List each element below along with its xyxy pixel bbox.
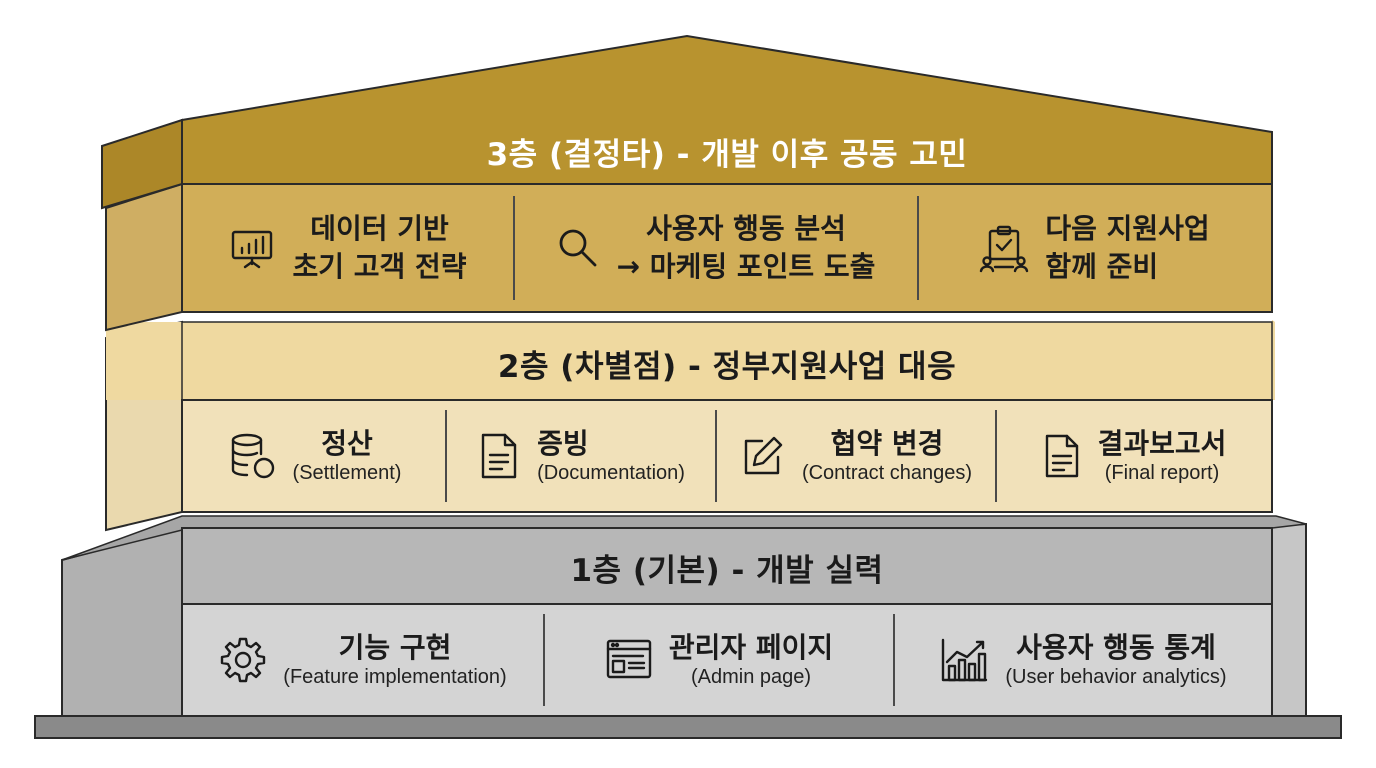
layer1-right-wall	[1271, 522, 1307, 717]
layer2-item-sub: (Final report)	[1104, 462, 1220, 484]
layer2-title: 2층 (차별점) - 정부지원사업 대응	[497, 348, 957, 385]
layer1-item-admin: 관리자 페이지 (Admin page)	[544, 604, 894, 716]
layer2-divider	[445, 410, 447, 502]
layer1-item-sub: (Feature implementation)	[283, 666, 507, 688]
layer1-body	[181, 603, 1273, 717]
foundation-slab	[34, 715, 1342, 739]
layer2-item-final-report: 결과보고서 (Final report)	[996, 400, 1272, 512]
layer1-item-sub: (User behavior analytics)	[1005, 666, 1227, 688]
layer2-item-contract-changes: 협약 변경 (Contract changes)	[716, 400, 996, 512]
layer3-item-next-program: 다음 지원사업 함께 준비	[917, 184, 1272, 312]
layer2-item-sub: (Contract changes)	[801, 462, 973, 484]
layer3-item-line1: 사용자 행동 분석	[646, 212, 846, 245]
document-icon	[477, 431, 521, 481]
layer2-item-label: 정산	[321, 427, 373, 460]
layer2-item-documentation: 증빙 (Documentation)	[446, 400, 716, 512]
layer3-item-data-strategy: 데이터 기반 초기 고객 전략	[182, 184, 513, 312]
layer2-item-settlement: 정산 (Settlement)	[182, 400, 446, 512]
layer1-items: 기능 구현 (Feature implementation) 관리자 페이지 (…	[182, 604, 1272, 716]
admin-window-icon	[605, 637, 653, 683]
layer1-divider	[543, 614, 545, 706]
layer1-title-band	[181, 527, 1273, 605]
coins-database-icon	[227, 431, 277, 481]
layer3-title: 3층 (결정타) - 개발 이후 공동 고민	[486, 136, 968, 173]
bar-line-chart-icon	[939, 636, 989, 684]
clipboard-team-icon	[979, 223, 1029, 273]
layer3-item-line2: → 마케팅 포인트 도출	[616, 250, 876, 283]
layer1-item-label: 기능 구현	[338, 631, 452, 664]
layer3-divider	[513, 196, 515, 300]
layer2-item-sub: (Documentation)	[537, 462, 685, 484]
layer1-item-analytics: 사용자 행동 통계 (User behavior analytics)	[894, 604, 1272, 716]
layer3-left-wall	[105, 182, 183, 332]
layer2-divider	[995, 410, 997, 502]
report-document-icon	[1042, 432, 1082, 480]
layer3-body	[181, 183, 1273, 313]
layer2-divider	[715, 410, 717, 502]
layer2-item-sub: (Settlement)	[292, 462, 402, 484]
layer3-item-line2: 함께 준비	[1045, 250, 1159, 283]
layer3-item-behavior-analysis: 사용자 행동 분석 → 마케팅 포인트 도출	[513, 184, 917, 312]
layer3-item-line1: 데이터 기반	[310, 212, 449, 245]
layer3-items: 데이터 기반 초기 고객 전략 사용자 행동 분석 → 마케팅 포인트 도출	[182, 184, 1272, 312]
layer2-item-label: 증빙	[537, 427, 589, 460]
layer1-item-sub: (Admin page)	[690, 666, 812, 688]
layer1-item-feature: 기능 구현 (Feature implementation)	[182, 604, 544, 716]
gear-icon	[219, 636, 267, 684]
layer3-item-line2: 초기 고객 전략	[292, 250, 467, 283]
layer1-item-label: 관리자 페이지	[668, 631, 834, 664]
edit-pencil-icon	[740, 433, 786, 479]
layer3-divider	[917, 196, 919, 300]
layer1-item-label: 사용자 행동 통계	[1016, 631, 1216, 664]
presentation-chart-icon	[228, 224, 276, 272]
layer1-divider	[893, 614, 895, 706]
layer2-item-label: 결과보고서	[1097, 427, 1227, 460]
roof	[181, 34, 1273, 185]
magnifier-icon	[555, 225, 601, 271]
layer3-item-line1: 다음 지원사업	[1045, 212, 1210, 245]
layer2-item-label: 협약 변경	[830, 427, 944, 460]
layer1-title: 1층 (기본) - 개발 실력	[570, 552, 884, 589]
layer2-items: 정산 (Settlement) 증빙 (Documentation)	[182, 400, 1272, 512]
layer2-body	[181, 399, 1273, 513]
